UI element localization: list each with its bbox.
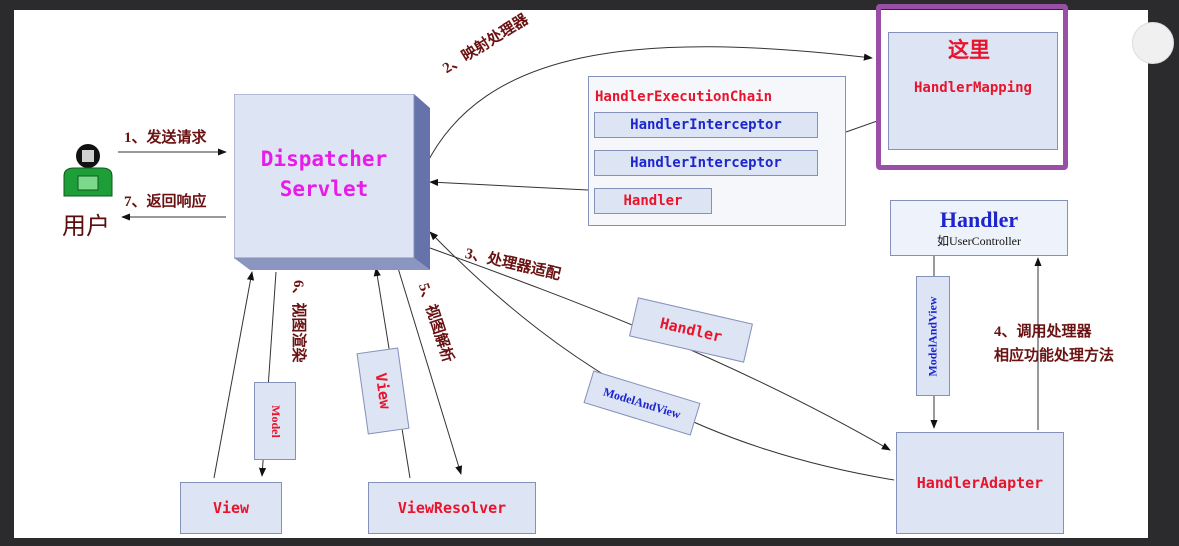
arrow-map-handler (425, 46, 873, 166)
partial-circle-icon (1132, 22, 1174, 64)
arrow-view-up (213, 271, 255, 479)
arrow-chain-return (429, 178, 589, 191)
handler-mapping-box (888, 32, 1058, 150)
floating-view-label: View (371, 371, 395, 411)
user-icon (58, 138, 118, 198)
model-and-view-vertical: ModelAndView (916, 276, 950, 396)
arrow-view-resolve-down (397, 267, 463, 475)
model-and-view-vertical-label: ModelAndView (925, 295, 940, 377)
highlight-frame (876, 4, 1068, 170)
step-6-label: 6、视图渲染 (290, 280, 306, 363)
handler-title: Handler (939, 206, 1019, 232)
chain-interceptor-1: HandlerInterceptor (594, 112, 818, 138)
diagram-canvas: 用户 Dispatcher Servlet HandlerExecutionCh… (14, 4, 1174, 538)
handler-adapter-box: HandlerAdapter (896, 432, 1064, 534)
user-label: 用户 (62, 214, 110, 240)
step-4-label-line2: 相应功能处理方法 (994, 348, 1115, 364)
step-4-label-line1: 4、调用处理器 (994, 324, 1092, 340)
line-mapping-chain (845, 119, 881, 133)
view-box: View (180, 482, 282, 534)
step-7-label: 7、返回响应 (124, 194, 207, 210)
handler-controller-box: Handler 如UserController (890, 200, 1068, 256)
dispatcher-servlet-box: Dispatcher Servlet (234, 94, 434, 270)
chain-interceptor-2: HandlerInterceptor (594, 150, 818, 176)
handler-subtitle: 如UserController (937, 233, 1021, 248)
step-1-label: 1、发送请求 (124, 130, 207, 146)
floating-model-box: Model (254, 382, 296, 460)
dispatcher-line2: Servlet (279, 177, 369, 201)
chain-handler: Handler (594, 188, 712, 214)
highlight-label: 这里 (948, 38, 990, 62)
chain-title: HandlerExecutionChain (595, 89, 773, 105)
floating-model-label: Model (268, 404, 283, 438)
dispatcher-line1: Dispatcher (260, 147, 388, 171)
handler-mapping-label: HandlerMapping (913, 80, 1032, 96)
view-resolver-box: ViewResolver (368, 482, 536, 534)
